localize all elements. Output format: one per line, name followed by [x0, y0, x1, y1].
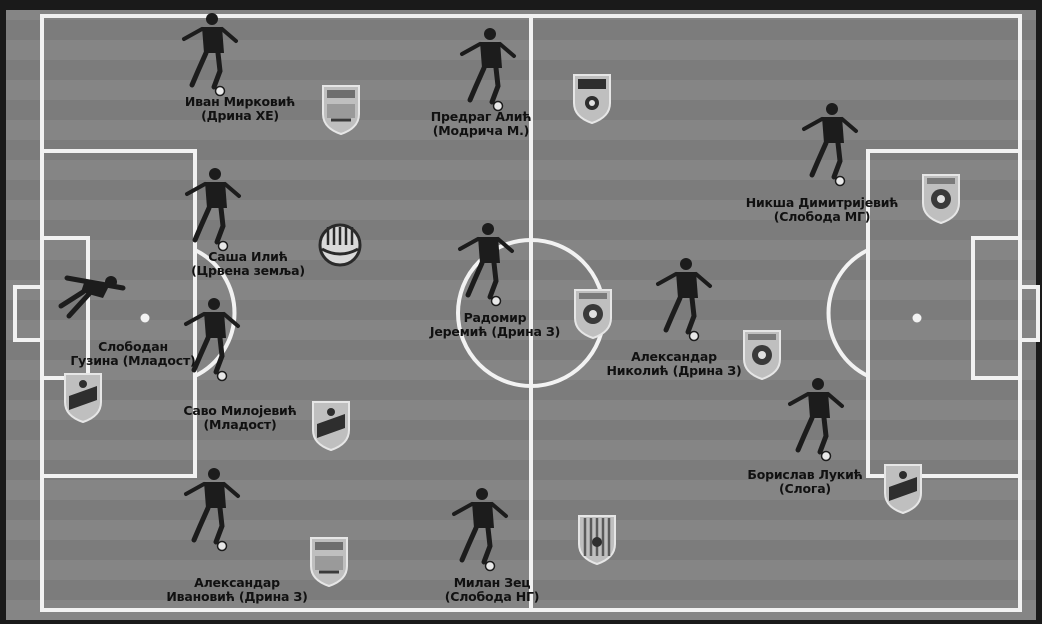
football-icon [822, 452, 831, 461]
player-label-sasa-ilic: Саша Илић(Црвена земља) [158, 250, 338, 278]
player-club: (Слога) [715, 482, 895, 496]
player-name: Милан Зец [402, 576, 582, 590]
sloboda-mg-crest [923, 175, 959, 223]
player-name: Иван Мирковић [150, 95, 330, 109]
mladost-crest-1 [65, 374, 101, 422]
player-name: Саша Илић [158, 250, 338, 264]
player-club: Јеремић (Дрина З) [405, 325, 585, 339]
player-name: Никша Димитријевић [732, 196, 912, 210]
football-icon [492, 297, 501, 306]
sloboda-ng-crest [579, 516, 615, 564]
player-name: Борислав Лукић [715, 468, 895, 482]
player-name: Александар [584, 350, 764, 364]
player-club: (Слобода МГ) [732, 210, 912, 224]
player-club: (Слобода НГ) [402, 590, 582, 604]
player-label-niksa-dimitrijevic: Никша Димитријевић(Слобода МГ) [732, 196, 912, 224]
player-club: (Младост) [150, 418, 330, 432]
player-label-ivan-mirkovic: Иван Мирковић(Дрина ХЕ) [150, 95, 330, 123]
left-penalty-spot [141, 314, 150, 323]
player-name: Слободан [43, 340, 223, 354]
football-icon [218, 542, 227, 551]
player-club: Николић (Дрина З) [584, 364, 764, 378]
player-club: (Дрина ХЕ) [150, 109, 330, 123]
player-label-milan-zec: Милан Зец(Слобода НГ) [402, 576, 582, 604]
football-icon [690, 332, 699, 341]
player-club: Ивановић (Дрина З) [147, 590, 327, 604]
player-club: (Црвена земља) [158, 264, 338, 278]
football-icon [486, 562, 495, 571]
football-icon [218, 372, 227, 381]
player-name: Радомир [405, 311, 585, 325]
player-club: (Модрича М.) [391, 124, 571, 138]
player-label-borislav-lukic: Борислав Лукић(Слога) [715, 468, 895, 496]
modrica-crest [574, 75, 610, 123]
player-club: Гузина (Младост) [43, 354, 223, 368]
player-name: Предраг Алић [391, 110, 571, 124]
football-icon [836, 177, 845, 186]
player-label-savo-milojevic: Саво Милојевић(Младост) [150, 404, 330, 432]
player-name: Саво Милојевић [150, 404, 330, 418]
player-name: Александар [147, 576, 327, 590]
player-label-predrag-alic: Предраг Алић(Модрича М.) [391, 110, 571, 138]
right-penalty-spot [913, 314, 922, 323]
